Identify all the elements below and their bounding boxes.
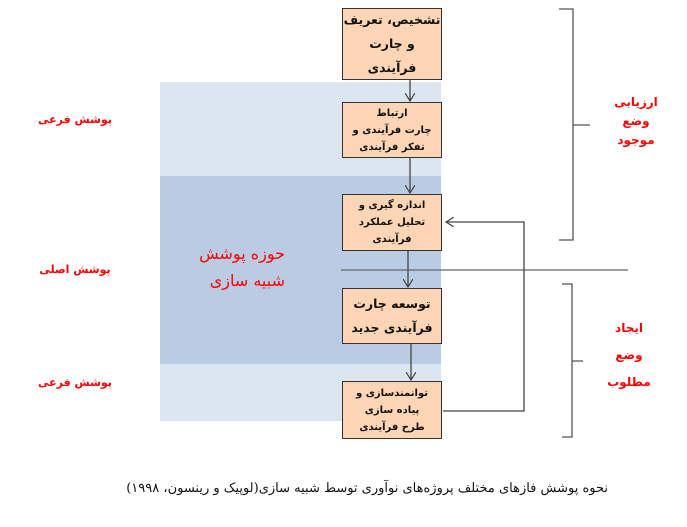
phase-label-current-state: ارزیابی وضع موجود (610, 93, 662, 150)
box-line: فرآیندی جدید (351, 320, 433, 335)
phase-line: وضع (622, 114, 650, 128)
box-line: اندازه گیری و (358, 200, 426, 211)
figure-caption: نحوه پوشش فازهای مختلف پروژه‌های نوآوری … (126, 481, 608, 496)
label-sub-coverage-top: پوشش فرعی (38, 113, 112, 126)
box-line: تفکر فرآیندی (359, 141, 425, 153)
phase-line: موجود (617, 133, 655, 147)
phase-line: وضع (615, 348, 643, 362)
box-line: توسعه چارت (353, 296, 431, 311)
box-line: تحلیل عملکرد (358, 217, 426, 228)
box-line: و چارت فرآیندی (367, 36, 417, 75)
box-line: تشخیص، تعریف (343, 12, 441, 27)
box-line: ارتباط (376, 107, 408, 119)
zone-line: شبیه سازی (209, 271, 285, 290)
phase-line: ایجاد (615, 321, 643, 335)
phase-label-desired-state: ایجاد وضع مطلوب (603, 315, 655, 396)
process-box-measure: اندازه گیری و تحلیل عملکرد فرآیندی (342, 194, 442, 251)
process-box-develop: توسعه چارت فرآیندی جدید (342, 288, 442, 344)
phase-line: ارزیابی (614, 95, 658, 109)
label-main-coverage: پوشش اصلی (39, 263, 111, 276)
box-line: طرح فرآیندی (359, 421, 425, 433)
box-line: فرآیندی (372, 234, 412, 245)
process-box-identify: تشخیص، تعریف و چارت فرآیندی (342, 8, 442, 80)
process-box-communicate: ارتباط چارت فرآیندی و تفکر فرآیندی (342, 102, 442, 158)
box-line: چارت فرآیندی و (352, 124, 432, 136)
zone-line: حوزه پوشش (199, 244, 285, 263)
label-sub-coverage-bottom: پوشش فرعی (38, 376, 112, 389)
box-line: توانمندسازی و (356, 387, 428, 399)
box-line: پیاده سازی (364, 404, 420, 416)
process-box-implement: توانمندسازی و پیاده سازی طرح فرآیندی (342, 381, 442, 439)
phase-line: مطلوب (607, 375, 651, 389)
simulation-zone-label: حوزه پوشش شبیه سازی (180, 240, 285, 294)
